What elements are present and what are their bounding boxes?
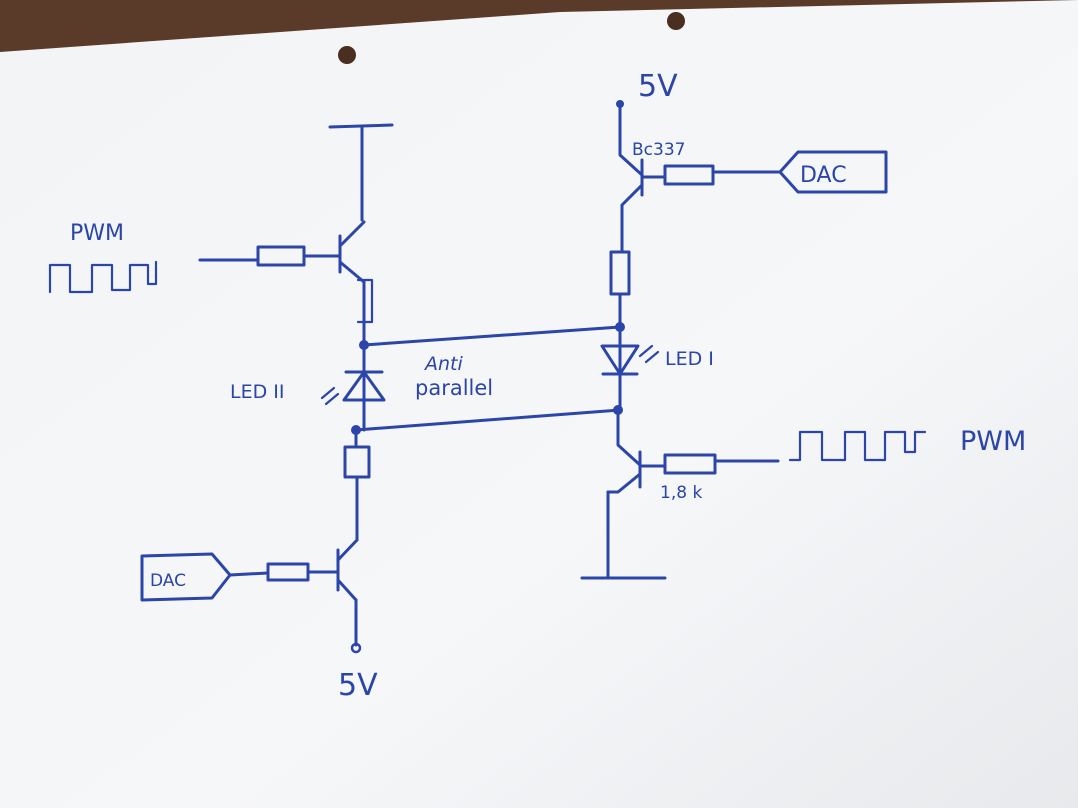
pwm-label-right: PWM bbox=[960, 426, 1026, 457]
dac-label-top: DAC bbox=[800, 163, 847, 188]
transistor-label-top: Bc337 bbox=[632, 140, 685, 160]
transistor-collector-upper-left bbox=[338, 220, 366, 248]
led-one-light-arrows bbox=[638, 344, 660, 364]
transistor-collector-lower-left bbox=[336, 538, 359, 562]
resistor-pwm-right bbox=[663, 453, 717, 475]
led-one-label: LED I bbox=[665, 348, 714, 370]
parallel-label: parallel bbox=[415, 376, 493, 400]
transistor-collector-top-right bbox=[618, 102, 644, 177]
transistor-emitter-upper-left bbox=[338, 260, 366, 284]
dac-label-bottom: DAC bbox=[150, 571, 186, 591]
pwm-waveform-right bbox=[788, 430, 927, 462]
led-two-triangle bbox=[342, 370, 386, 402]
transistor-emitter-top-right bbox=[620, 183, 644, 254]
punch-hole-right bbox=[667, 12, 685, 30]
supply-label-top: 5V bbox=[638, 69, 678, 104]
transistor-emitter-lower-left bbox=[336, 578, 358, 602]
supply-terminal-bottom bbox=[350, 642, 362, 654]
transistor-emitter-lower-right bbox=[606, 472, 642, 494]
pwm-label-left: PWM bbox=[70, 221, 124, 246]
led-two-light-arrows bbox=[320, 386, 340, 406]
supply-label-bottom: 5V bbox=[338, 668, 378, 703]
dac-box-top bbox=[778, 150, 888, 194]
wire-antiparallel-bottom bbox=[354, 408, 622, 432]
anti-label: Anti bbox=[423, 353, 463, 375]
resistor-dac-top bbox=[663, 164, 715, 186]
transistor-collector-lower-right bbox=[616, 408, 642, 467]
pwm-waveform-left bbox=[48, 260, 158, 294]
punch-hole-left bbox=[338, 46, 356, 64]
resistor-value-label: 1,8 k bbox=[660, 483, 702, 503]
wire-antiparallel-top bbox=[362, 325, 622, 347]
led-one-triangle bbox=[600, 344, 640, 376]
wire-detail-left bbox=[356, 278, 374, 324]
wire-dac-to-resistor-bottom bbox=[228, 571, 270, 577]
led-two-label: LED II bbox=[230, 381, 284, 403]
dac-box-bottom bbox=[140, 552, 232, 602]
